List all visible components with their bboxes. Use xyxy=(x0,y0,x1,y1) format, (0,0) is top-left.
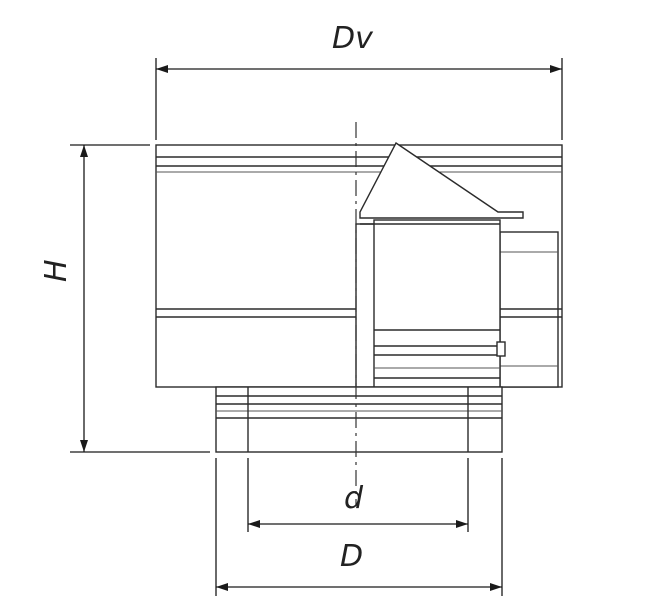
label-d-large: D xyxy=(340,539,363,574)
label-dv: Dv xyxy=(332,21,374,56)
dimension-d-small xyxy=(247,458,469,532)
dimension-h xyxy=(70,144,210,453)
dimension-dv xyxy=(155,58,563,140)
deflector-assembly xyxy=(355,141,524,388)
label-d-small: d xyxy=(344,481,364,516)
dimension-d-large xyxy=(215,458,503,596)
label-h: H xyxy=(39,259,74,282)
bottom-collar xyxy=(215,386,503,453)
side-stub xyxy=(499,231,559,388)
